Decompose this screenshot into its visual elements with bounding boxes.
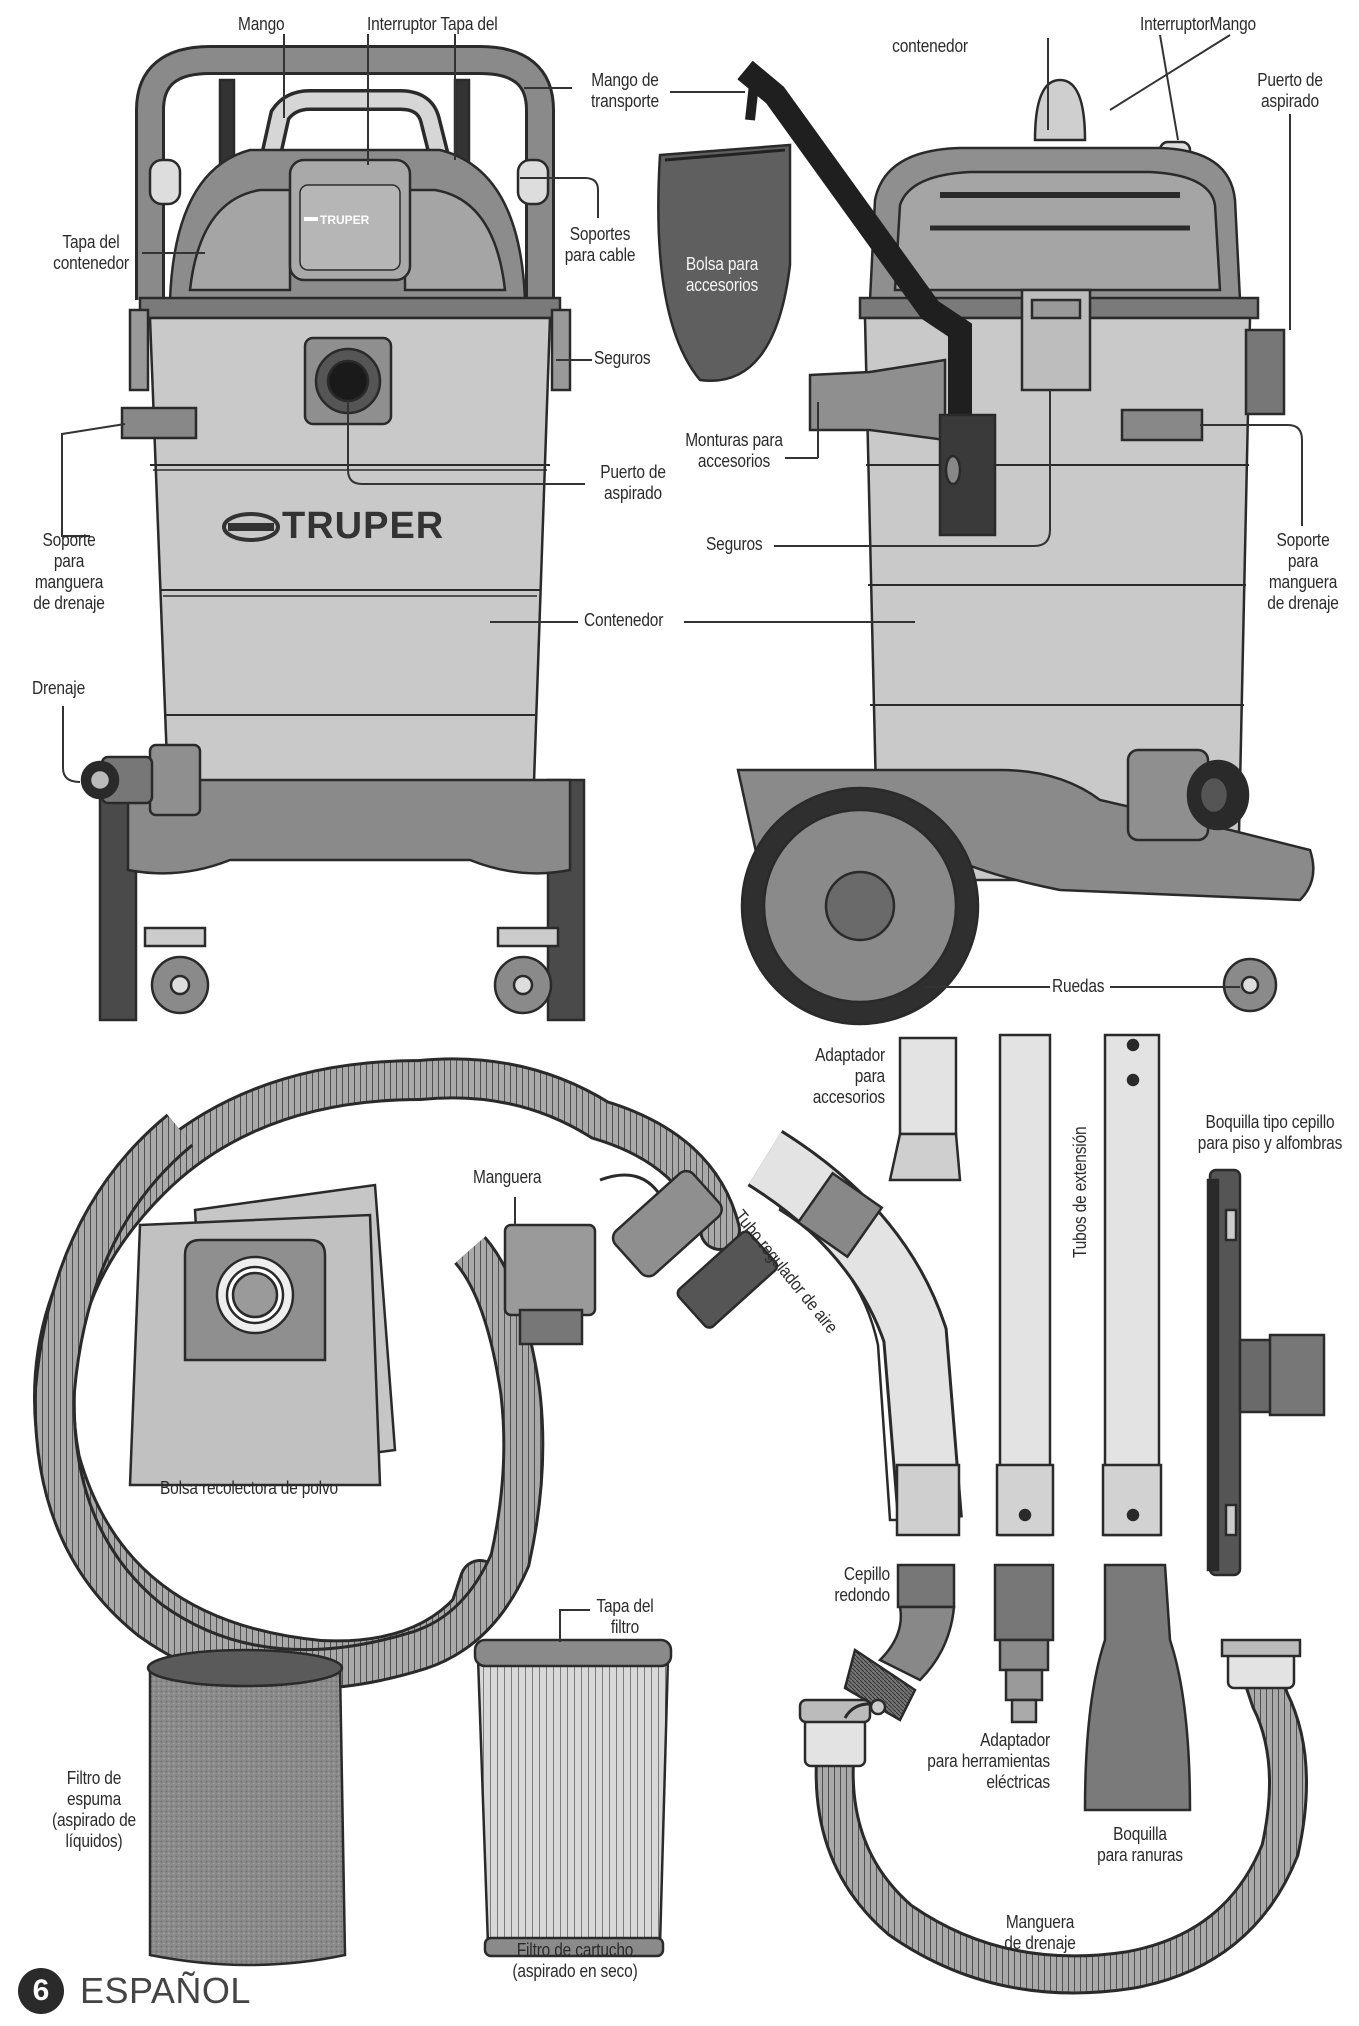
label-interruptor-tapa: Interruptor Tapa del <box>367 14 498 34</box>
crevice-nozzle <box>1083 1563 1192 1812</box>
label-adaptador-accesorios: Adaptador para accesorios <box>812 1045 885 1107</box>
leader-lines <box>60 34 1303 1642</box>
label-boquilla-cepillo: Boquilla tipo cepillo para piso y alfomb… <box>1197 1112 1343 1153</box>
label-mango-transporte: Mango de transporte <box>591 70 659 111</box>
label-filtro-cartucho: Filtro de cartucho (aspirado en seco) <box>512 1940 638 1981</box>
drain-hose-ends <box>798 1638 1302 1768</box>
cartridge-filter <box>473 1638 673 1958</box>
label-adaptador-herramientas: Adaptador para herramientas eléctricas <box>927 1730 1050 1792</box>
air-regulator-tube <box>747 1130 963 1537</box>
page-number-badge: 6 <box>18 1968 64 2014</box>
floor-carpet-brush <box>1206 1168 1326 1577</box>
label-manguera-drenaje: Manguera de drenaje <box>1004 1912 1076 1953</box>
label-cepillo-redondo: Cepillo redondo <box>834 1564 890 1605</box>
power-tool-adapter <box>993 1563 1055 1724</box>
label-manguera: Manguera <box>473 1167 542 1187</box>
label-contenedor: Contenedor <box>584 610 664 630</box>
accessory-adapter <box>888 1036 962 1182</box>
label-soportes-cable: Soportes para cable <box>564 224 636 265</box>
label-tubos-extension: Tubos de extensión <box>1070 1126 1090 1258</box>
label-seguros-left: Seguros <box>594 348 651 368</box>
language-label: ESPAÑOL <box>80 1970 251 2011</box>
label-mango: Mango <box>238 14 285 34</box>
drain-hose <box>814 1663 1308 1995</box>
label-tapa-filtro: Tapa del filtro <box>596 1596 654 1637</box>
label-soporte-manguera-right: Soporte para manguera de drenaje <box>1267 530 1339 613</box>
dust-collection-bag <box>128 1183 397 1487</box>
label-drenaje: Drenaje <box>32 678 86 698</box>
label-puerto-aspirado-right: Puerto de aspirado <box>1257 70 1323 111</box>
truper-logo-icon <box>222 512 280 542</box>
truper-small-logo-icon <box>304 217 318 221</box>
label-contenedor-top: contenedor <box>892 36 968 56</box>
label-bolsa-recolectora: Bolsa recolectora de polvo <box>160 1478 338 1498</box>
label-puerto-aspirado-center: Puerto de aspirado <box>600 462 666 503</box>
label-seguros-center: Seguros <box>706 534 763 554</box>
label-ruedas: Ruedas <box>1052 976 1105 996</box>
truper-logo-small: TRUPER <box>320 213 370 227</box>
label-monturas-accesorios: Monturas para accesorios <box>685 430 783 471</box>
vacuum-front-view <box>80 45 586 1022</box>
foam-filter <box>146 1648 347 1967</box>
label-soporte-manguera-left: Soporte para manguera de drenaje <box>33 530 105 613</box>
label-boquilla-ranuras: Boquilla para ranuras <box>1097 1824 1183 1865</box>
label-interruptor-mango: InterruptorMango <box>1140 14 1257 34</box>
truper-logo-large: TRUPER <box>282 505 445 547</box>
hose-cuffs <box>503 1169 779 1346</box>
label-tapa-contenedor: Tapa del contenedor <box>53 232 129 273</box>
extension-tubes <box>995 1033 1163 1537</box>
vacuum-side-view <box>657 60 1315 1026</box>
round-brush <box>843 1563 956 1722</box>
label-filtro-espuma: Filtro de espuma (aspirado de líquidos) <box>51 1768 136 1851</box>
label-bolsa-accesorios: Bolsa para accesorios <box>685 254 759 295</box>
